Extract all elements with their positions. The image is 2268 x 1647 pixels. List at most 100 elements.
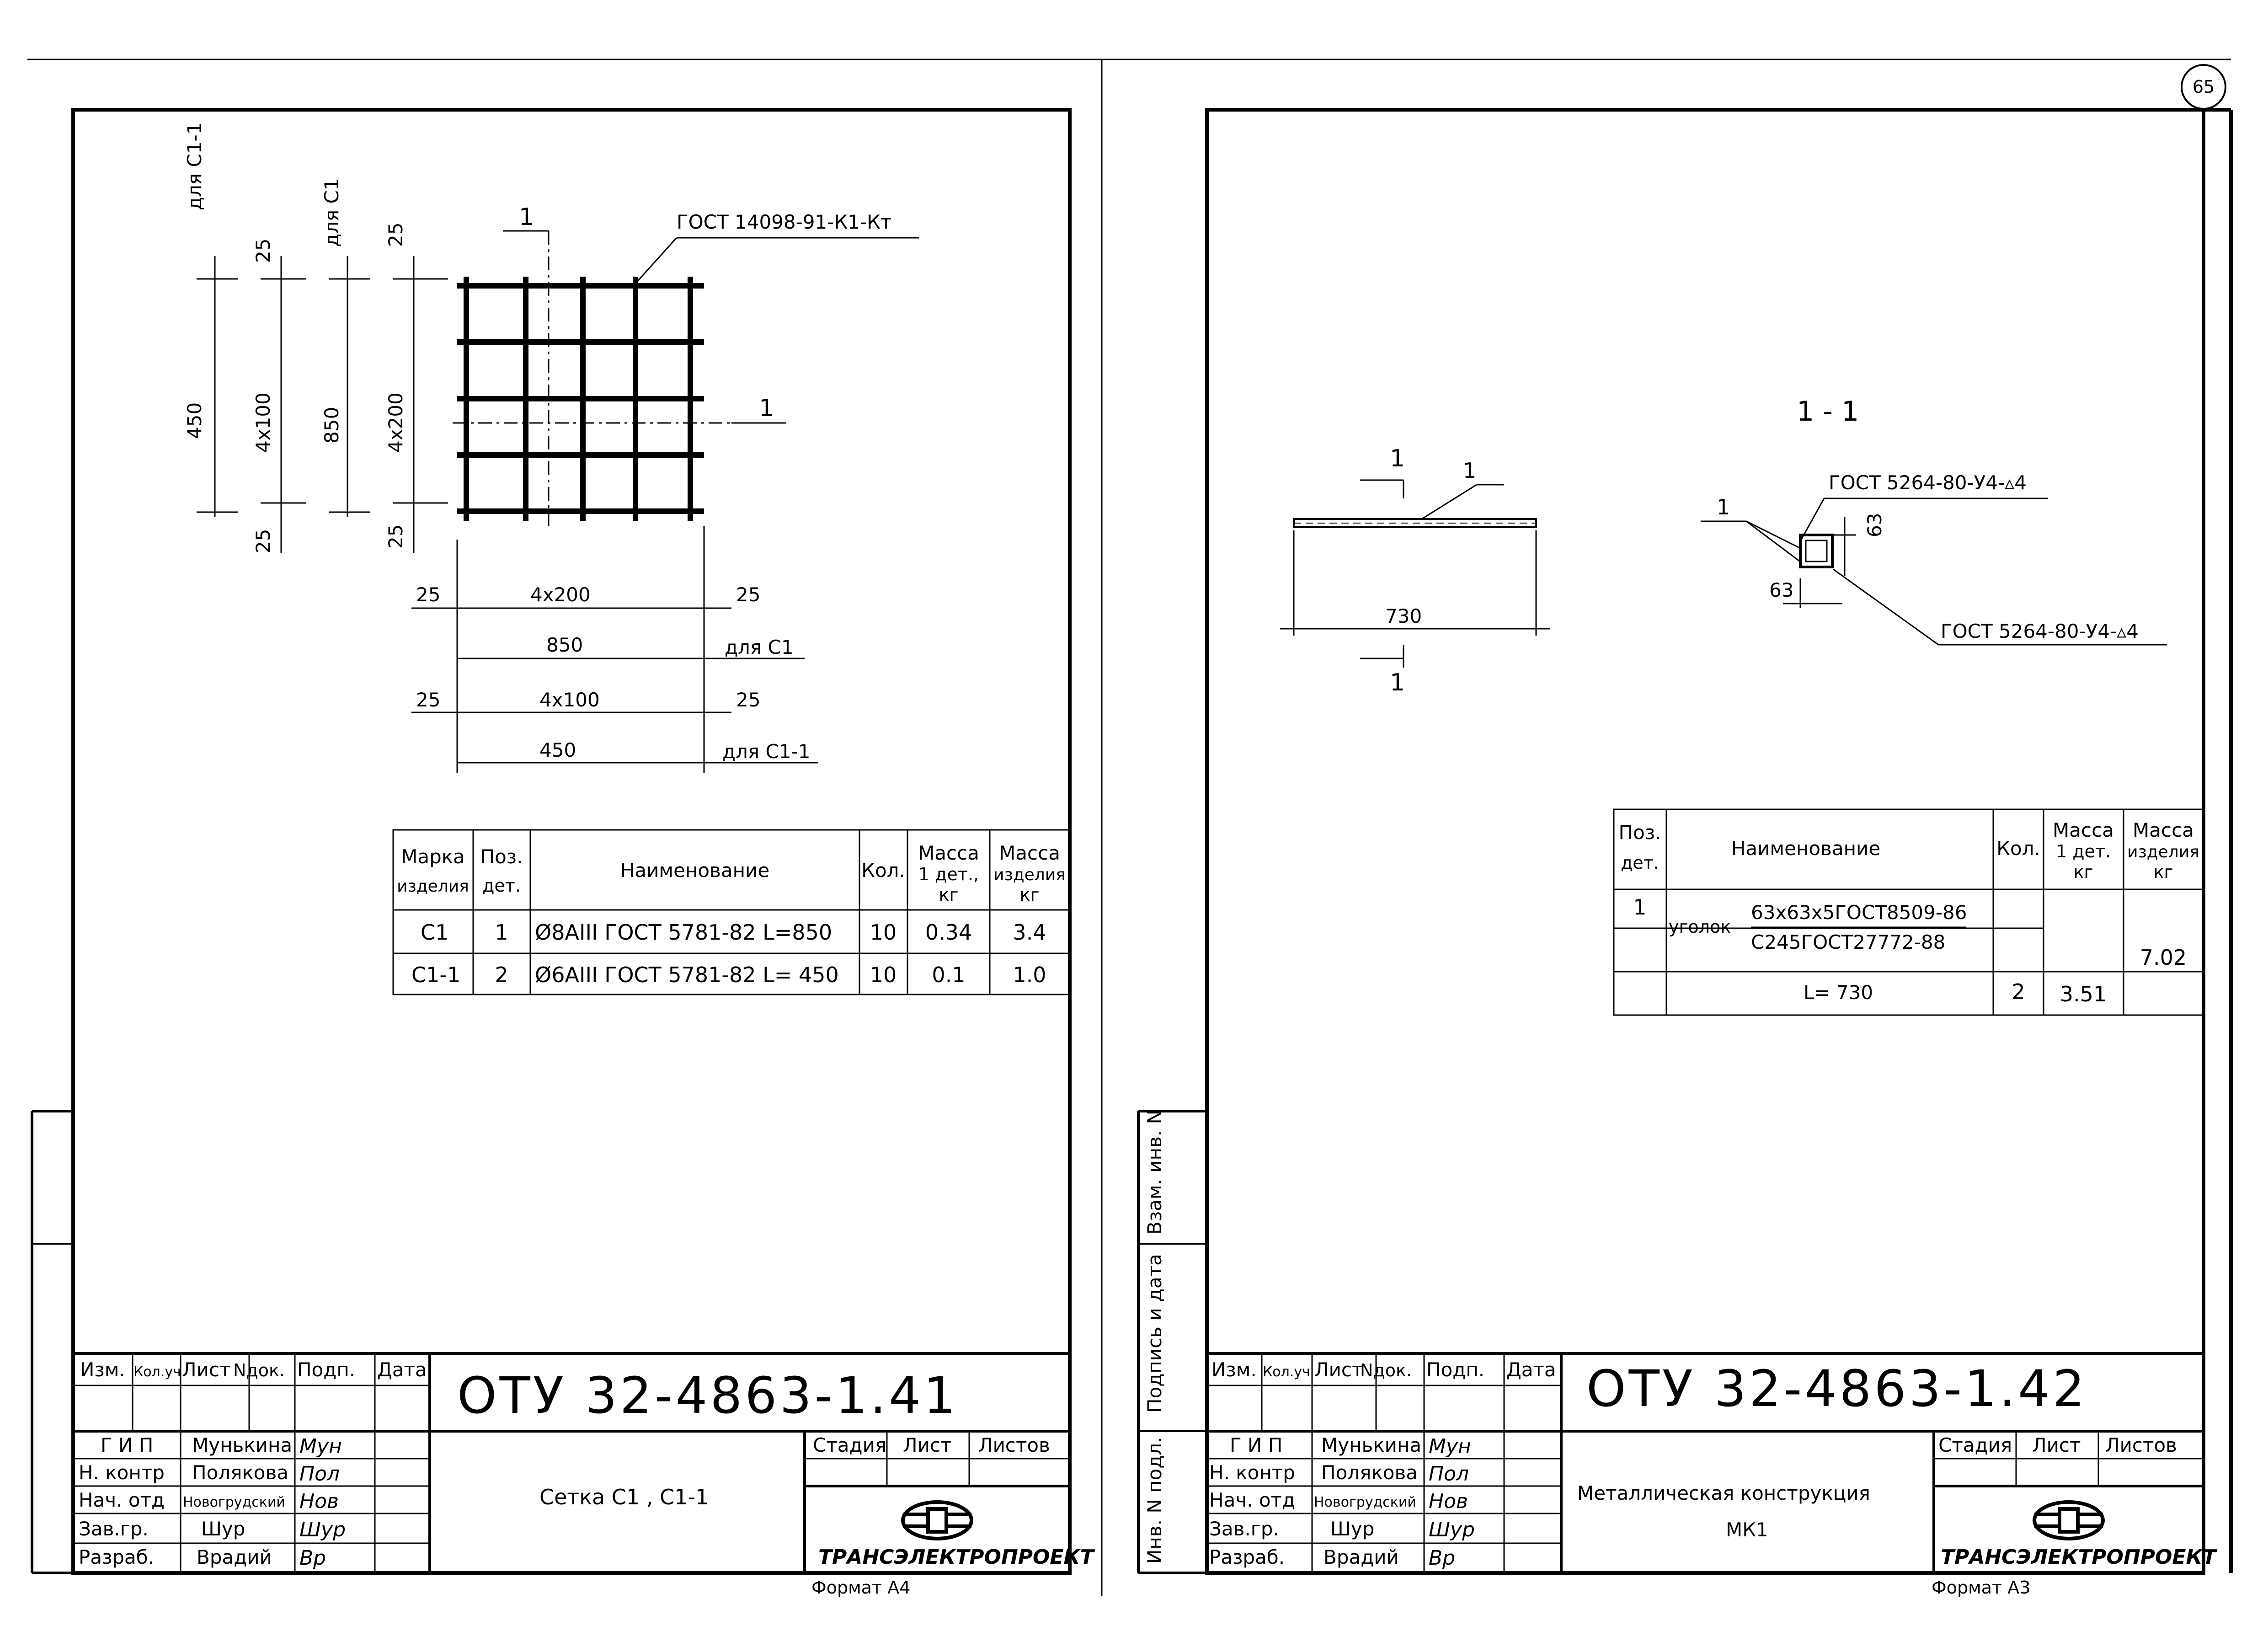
- th-mass1-2: 1 дет.: [2056, 841, 2111, 861]
- dim-row1-left: 25: [416, 583, 440, 606]
- th-mass2-2: изделия: [2127, 843, 2199, 861]
- cell-qty: 10: [870, 963, 897, 987]
- cell-pos: 1: [495, 920, 508, 945]
- role-gip: Г И П: [1230, 1434, 1282, 1456]
- gost-label: ГОСТ 14098-91-К1-Кт: [677, 211, 891, 233]
- section-title: 1 - 1: [1797, 396, 1859, 428]
- horizontal-dimension-lines: [411, 526, 818, 773]
- dim-row3-mid: 4х100: [539, 689, 600, 711]
- person-munkina: Мунькина: [1321, 1434, 1421, 1456]
- dim-450: 450: [183, 402, 206, 439]
- dim-25-d: 25: [384, 524, 407, 549]
- cell-mark: С1: [421, 920, 448, 945]
- cell-length: L= 730: [1804, 981, 1873, 1004]
- th-qty: Кол.: [861, 859, 905, 882]
- sheet-label: Лист: [903, 1434, 951, 1456]
- th-mass1-3: кг: [939, 885, 959, 905]
- cell-name-top: 63х63х5ГОСТ8509-86: [1751, 901, 1967, 924]
- signature: Мун: [1429, 1435, 1471, 1458]
- label-for-c1: для С1: [320, 178, 343, 247]
- dim-row4-note: для С1-1: [722, 740, 810, 763]
- page-number-badge: 65: [2181, 64, 2226, 110]
- hdr-list: Лист: [1314, 1358, 1363, 1381]
- dim-row3-right: 25: [736, 689, 760, 711]
- th-mass2-1: Масса: [999, 842, 1060, 864]
- th-mark-1: Марка: [401, 845, 465, 868]
- side-label-vzam: Взам. инв. N: [1143, 1110, 1166, 1235]
- person-shur: Шур: [1330, 1518, 1374, 1540]
- section-leader-label: 1: [1717, 495, 1730, 519]
- person-munkina: Мунькина: [192, 1434, 292, 1456]
- role-nach: Нач. отд: [79, 1489, 165, 1511]
- section-gost-top: ГОСТ 5264-80-У4-▵4: [1829, 471, 2027, 494]
- right-sheet-description-1: Металлическая конструкция: [1577, 1482, 1870, 1504]
- hdr-podp: Подп.: [1426, 1358, 1484, 1381]
- th-mass1-3: кг: [2074, 862, 2093, 882]
- person-vradiy: Врадий: [197, 1546, 272, 1568]
- section-dim-vertical: 63: [1863, 513, 1886, 537]
- cell-name-prefix: уголок: [1669, 917, 1731, 937]
- hdr-izm: Изм.: [80, 1358, 125, 1381]
- signature: Нов: [1429, 1490, 1468, 1513]
- role-nkontr: Н. контр: [1209, 1461, 1295, 1484]
- cell-qty: 10: [870, 920, 897, 945]
- cell-mass-det: 3.51: [2060, 982, 2107, 1006]
- plan-leader-label: 1: [1463, 458, 1476, 483]
- th-pos-1: Поз.: [1619, 821, 1661, 844]
- th-qty: Кол.: [1996, 837, 2040, 860]
- section-mark-top: 1: [519, 203, 534, 231]
- company-name: ТРАНСЭЛЕКТРОПРОЕКТ: [818, 1545, 1095, 1569]
- right-sheet: Инв. N подл. Подпись и дата Взам. инв. N…: [1137, 108, 2233, 1598]
- person-novogrudsky: Новогрудский: [1314, 1494, 1416, 1510]
- th-name: Наименование: [620, 859, 769, 882]
- cell-mass-item: 1.0: [1013, 963, 1046, 987]
- th-mass2-3: кг: [1020, 885, 1040, 905]
- stage-label: Стадия: [813, 1434, 886, 1456]
- role-gip: Г И П: [101, 1434, 153, 1456]
- person-vradiy: Врадий: [1323, 1546, 1399, 1568]
- role-nach: Нач. отд: [1209, 1489, 1295, 1511]
- sheet-label: Лист: [2032, 1434, 2081, 1456]
- section-dim-horizontal: 63: [1769, 579, 1793, 601]
- cell-qty: 2: [2012, 979, 2025, 1004]
- section-gost-bottom: ГОСТ 5264-80-У4-▵4: [1941, 620, 2139, 642]
- hdr-list: Лист: [182, 1358, 230, 1381]
- hdr-data: Дата: [1506, 1358, 1556, 1381]
- cell-name: Ø8АIII ГОСТ 5781-82 L=850: [535, 920, 832, 945]
- dim-4x100: 4х100: [252, 392, 274, 453]
- cell-name: Ø6АIII ГОСТ 5781-82 L= 450: [535, 963, 839, 987]
- format-label: Формат А4: [811, 1577, 910, 1598]
- dim-25-b: 25: [384, 223, 407, 247]
- signature: Мун: [299, 1435, 342, 1458]
- left-spec-table: [392, 829, 1071, 995]
- role-razrab: Разраб.: [1209, 1546, 1285, 1568]
- right-spec-table: [1613, 808, 2204, 1016]
- hdr-kol: Кол.уч: [133, 1364, 181, 1380]
- sheets-label: Листов: [2105, 1434, 2177, 1456]
- th-name: Наименование: [1731, 837, 1880, 860]
- th-mass2-3: кг: [2154, 862, 2173, 882]
- th-mass1-1: Масса: [2053, 819, 2114, 841]
- cell-mass-item: 7.02: [2140, 945, 2187, 970]
- plan-view: [1280, 479, 1550, 668]
- th-mass1-1: Масса: [918, 842, 979, 864]
- right-title-block: [1207, 1352, 2204, 1573]
- signature: Шур: [299, 1518, 346, 1541]
- right-sheet-description-2: МК1: [1726, 1519, 1768, 1541]
- cell-mass-item: 3.4: [1013, 920, 1046, 945]
- th-pos-1: Поз.: [480, 845, 523, 868]
- left-sheet-description: Сетка С1 , С1-1: [539, 1485, 709, 1509]
- cell-name-bottom: С245ГОСТ27772-88: [1751, 931, 1945, 953]
- stage-label: Стадия: [1938, 1434, 2012, 1456]
- cell-mark: С1-1: [411, 963, 460, 987]
- hdr-kol: Кол.уч: [1263, 1364, 1310, 1380]
- role-nkontr: Н. контр: [79, 1461, 165, 1484]
- hdr-data: Дата: [377, 1358, 427, 1381]
- cell-pos: 2: [495, 963, 508, 987]
- person-novogrudsky: Новогрудский: [183, 1494, 285, 1510]
- signature: Шур: [1429, 1518, 1475, 1541]
- company-logo: [901, 1500, 973, 1540]
- side-label-inv: Инв. N подл.: [1143, 1437, 1166, 1564]
- th-pos-2: дет.: [482, 876, 521, 896]
